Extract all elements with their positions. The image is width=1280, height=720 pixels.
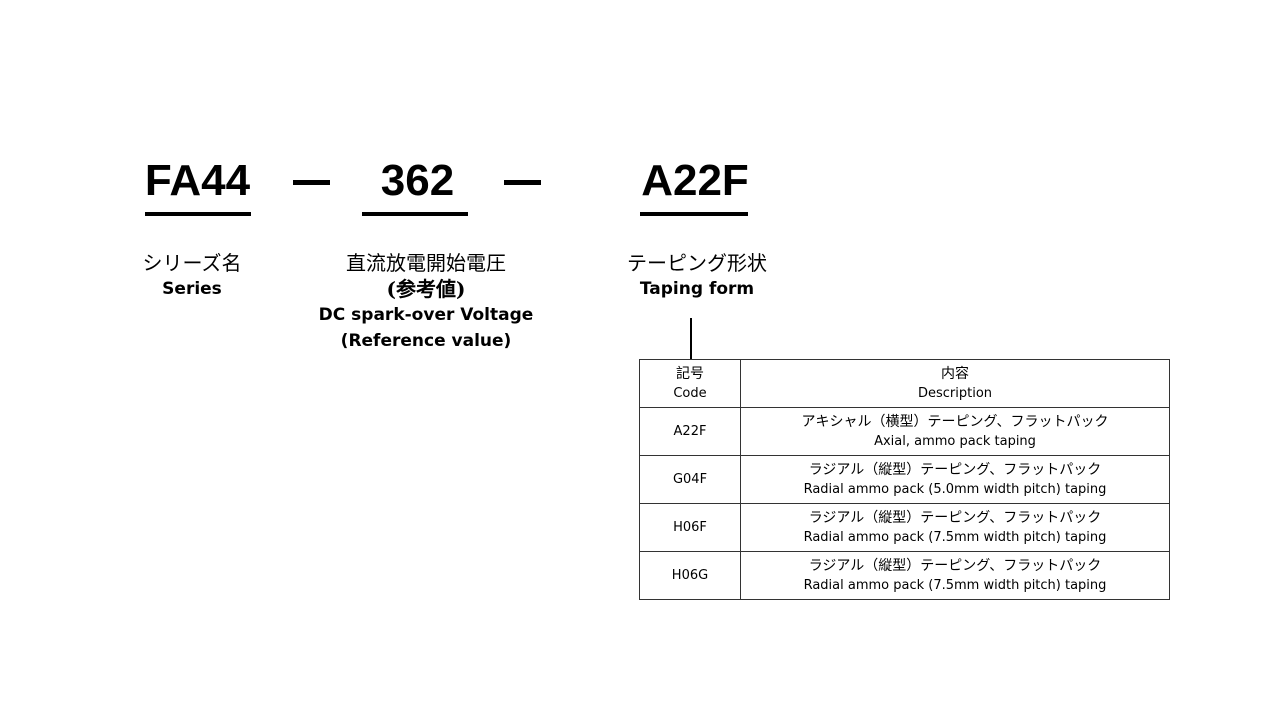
row-description: ラジアル（縦型）テーピング、フラットパック Radial ammo pack (… bbox=[740, 551, 1170, 600]
taping-code-table: 記号 Code 内容 Description A22F アキシャル（横型）テーピ… bbox=[639, 359, 1170, 600]
part-voltage-underline bbox=[362, 212, 468, 216]
row-desc-en: Radial ammo pack (7.5mm width pitch) tap… bbox=[803, 577, 1107, 593]
connector-line bbox=[690, 318, 692, 359]
row-desc-en: Axial, ammo pack taping bbox=[874, 433, 1036, 449]
caption-series-jp: シリーズ名 bbox=[142, 251, 242, 275]
row-desc-en: Radial ammo pack (5.0mm width pitch) tap… bbox=[803, 481, 1107, 497]
separator-dash-1 bbox=[293, 180, 330, 185]
caption-taping-en: Taping form bbox=[639, 279, 755, 299]
caption-voltage-jp-sub: (参考値) bbox=[386, 277, 466, 301]
caption-taping-jp: テーピング形状 bbox=[627, 251, 767, 275]
table-row: G04F ラジアル（縦型）テーピング、フラットパック Radial ammo p… bbox=[639, 455, 1170, 504]
table-row: H06G ラジアル（縦型）テーピング、フラットパック Radial ammo p… bbox=[639, 551, 1170, 600]
caption-series: シリーズ名 Series bbox=[112, 250, 272, 302]
caption-voltage-en-sub: (Reference value) bbox=[340, 331, 512, 351]
part-taping-code: A22F bbox=[641, 156, 749, 205]
row-code: H06F bbox=[639, 503, 741, 552]
caption-taping: テーピング形状 Taping form bbox=[607, 250, 787, 302]
table-header-row: 記号 Code 内容 Description bbox=[639, 359, 1170, 408]
caption-voltage: 直流放電開始電圧 (参考値) DC spark-over Voltage (Re… bbox=[306, 250, 546, 354]
caption-series-en: Series bbox=[162, 279, 222, 299]
row-desc-jp: ラジアル（縦型）テーピング、フラットパック bbox=[808, 509, 1102, 526]
row-code: H06G bbox=[639, 551, 741, 600]
part-series-code: FA44 bbox=[144, 156, 251, 205]
part-series-underline bbox=[145, 212, 251, 216]
table-row: A22F アキシャル（横型）テーピング、フラットパック Axial, ammo … bbox=[639, 407, 1170, 456]
part-taping-underline bbox=[640, 212, 748, 216]
row-desc-jp: アキシャル（横型）テーピング、フラットパック bbox=[801, 413, 1109, 430]
header-code-en: Code bbox=[673, 385, 707, 401]
row-description: アキシャル（横型）テーピング、フラットパック Axial, ammo pack … bbox=[740, 407, 1170, 456]
header-code-jp: 記号 bbox=[676, 365, 704, 382]
header-description: 内容 Description bbox=[740, 359, 1170, 408]
row-desc-jp: ラジアル（縦型）テーピング、フラットパック bbox=[808, 557, 1102, 574]
row-code: G04F bbox=[639, 455, 741, 504]
separator-dash-2 bbox=[504, 180, 541, 185]
row-desc-en: Radial ammo pack (7.5mm width pitch) tap… bbox=[803, 529, 1107, 545]
row-code: A22F bbox=[639, 407, 741, 456]
caption-voltage-jp: 直流放電開始電圧 bbox=[346, 251, 506, 275]
part-voltage-code: 362 bbox=[380, 156, 455, 205]
row-description: ラジアル（縦型）テーピング、フラットパック Radial ammo pack (… bbox=[740, 503, 1170, 552]
header-code: 記号 Code bbox=[639, 359, 741, 408]
row-desc-jp: ラジアル（縦型）テーピング、フラットパック bbox=[808, 461, 1102, 478]
row-description: ラジアル（縦型）テーピング、フラットパック Radial ammo pack (… bbox=[740, 455, 1170, 504]
header-desc-jp: 内容 bbox=[941, 365, 969, 382]
caption-voltage-en: DC spark-over Voltage bbox=[318, 305, 534, 325]
table-row: H06F ラジアル（縦型）テーピング、フラットパック Radial ammo p… bbox=[639, 503, 1170, 552]
header-desc-en: Description bbox=[917, 385, 993, 401]
